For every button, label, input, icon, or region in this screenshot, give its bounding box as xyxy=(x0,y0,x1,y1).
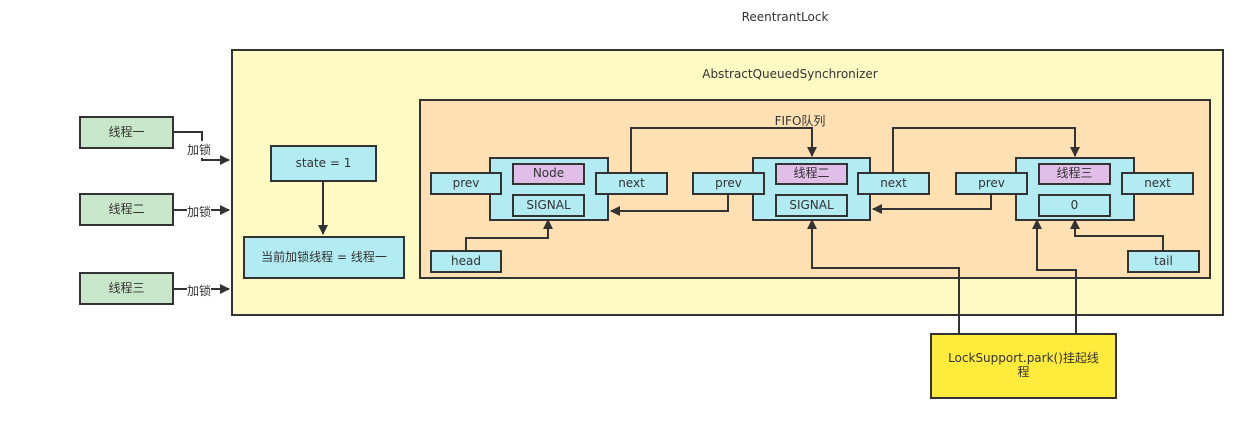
node-two-prev: prev xyxy=(692,172,765,195)
node-three-name: 线程三 xyxy=(1038,163,1111,185)
node-two-status: SIGNAL xyxy=(775,194,848,217)
node-two-next-arrow xyxy=(892,127,1080,172)
diagram-title: ReentrantLock xyxy=(741,10,829,24)
node-two-prev-arrow xyxy=(610,195,729,216)
thread-two-lock-label: 加锁 xyxy=(187,203,212,220)
fifo-queue-label: FIFO队列 xyxy=(774,114,826,128)
node-two-name: 线程二 xyxy=(775,163,848,185)
thread-two-box: 线程二 xyxy=(79,193,174,226)
node-one-next-arrow xyxy=(630,127,817,172)
tail-pointer-arrow xyxy=(1070,219,1164,250)
thread-one-box: 线程一 xyxy=(79,116,174,149)
tail-box: tail xyxy=(1127,250,1200,273)
head-box: head xyxy=(430,250,502,273)
park-note: LockSupport.park()挂起线程 xyxy=(930,333,1117,399)
state-box: state = 1 xyxy=(270,145,377,182)
node-three-next: next xyxy=(1121,172,1194,195)
head-pointer-arrow xyxy=(465,219,553,250)
park-to-node-two-arrow xyxy=(807,219,960,333)
park-to-node-three-arrow xyxy=(1032,219,1077,333)
thread-three-box: 线程三 xyxy=(79,272,174,305)
thread-one-lock-label: 加锁 xyxy=(187,141,212,158)
node-one-next: next xyxy=(595,172,668,195)
thread-three-lock-label: 加锁 xyxy=(187,282,212,299)
owner-thread-box: 当前加锁线程 = 线程一 xyxy=(243,236,405,279)
node-one-status: SIGNAL xyxy=(512,194,585,217)
node-one-name: Node xyxy=(512,163,585,185)
node-three-status: 0 xyxy=(1038,194,1111,217)
node-two-next: next xyxy=(857,172,930,195)
node-three-prev-arrow xyxy=(872,195,992,214)
node-three-prev: prev xyxy=(955,172,1028,195)
aqs-label: AbstractQueuedSynchronizer xyxy=(702,67,878,81)
node-one-prev: prev xyxy=(430,172,502,195)
